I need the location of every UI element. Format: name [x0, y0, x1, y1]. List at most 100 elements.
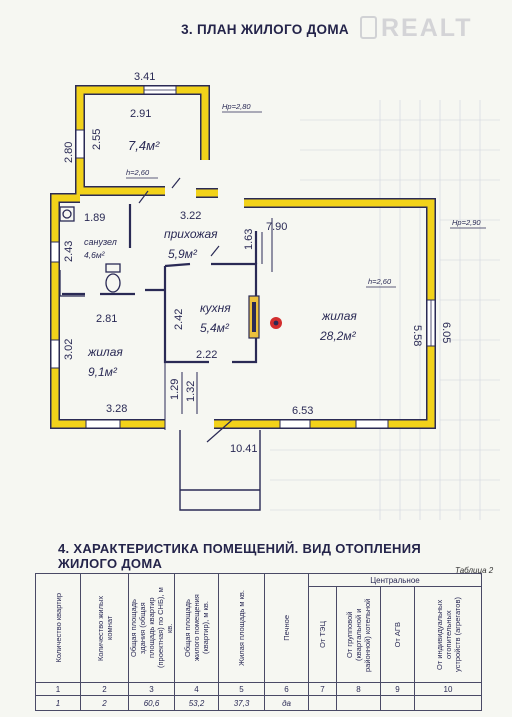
table-subheader-row: От ТЭЦ От групповой (квартальной и район… [36, 586, 482, 683]
table-cell: 4 [174, 682, 219, 696]
group-header: Центральное [308, 573, 482, 587]
header-cell: От индивидуальных отопительных устройств… [414, 586, 482, 683]
table-cell: 8 [336, 682, 381, 696]
dim-189: 1.89 [84, 212, 105, 224]
dim-242: 2.42 [173, 309, 185, 330]
table-caption: Таблица 2 [455, 566, 494, 575]
header-cell: Общая площадь жилого помещения (квартир)… [174, 573, 219, 683]
header-text: Количество квартир [53, 593, 63, 663]
dim-322: 3.22 [180, 210, 201, 222]
table-cell [336, 695, 381, 711]
header-cell: От ТЭЦ [308, 586, 337, 683]
level-left: Нр=2,80 [222, 102, 251, 111]
header-text: От АГВ [393, 621, 402, 648]
bathroom-area: 4,6м² [84, 250, 106, 260]
dim-790: 7.90 [266, 221, 287, 233]
table-row: 1 2 60,6 53,2 37,3 да [35, 695, 482, 711]
kitchen-stove [248, 295, 282, 339]
bathroom-name: санузел [84, 237, 117, 247]
header-cell: От групповой (квартальной и районной) ко… [336, 586, 381, 683]
header-text: Количество жилых комнат [95, 595, 114, 661]
dim-243: 2.43 [63, 241, 75, 262]
room-labels: 7,4м² прихожая 5,9м² санузел 4,6м² кухня… [84, 138, 357, 379]
header-cell: Общая площадь здания (общая площадь квар… [128, 573, 175, 683]
kitchen-name: кухня [200, 301, 231, 315]
kitchen-area: 5,4м² [200, 321, 230, 335]
table-cell [308, 695, 337, 711]
dim-129: 1.29 [169, 379, 181, 400]
level-right: Нр=2,90 [452, 218, 481, 227]
table-cell: 60,6 [128, 695, 175, 711]
top-room-area: 7,4м² [128, 138, 160, 153]
dim-558: 5.58 [411, 325, 423, 346]
grid-lines [270, 100, 500, 520]
dim-280: 2.80 [63, 142, 75, 163]
header-cell: Печное [264, 573, 309, 683]
hall-area: 5,9м² [168, 247, 198, 261]
plan-title: 3. ПЛАН ЖИЛОГО ДОМА [181, 22, 349, 37]
dim-328: 3.28 [106, 403, 127, 415]
room-characteristics-table: Количество квартир Количество жилых комн… [35, 573, 482, 711]
dimensions: 3.41 2.91 2.80 2.55 1.89 2.43 3.22 1.63 … [63, 71, 452, 455]
windows [50, 85, 436, 429]
header-cell: Жилая площадь м кв. [218, 573, 265, 683]
table-cell: 1 [35, 682, 81, 696]
table-cell: 2 [80, 682, 129, 696]
dim-1041: 10.41 [230, 443, 258, 455]
dim-291: 2.91 [130, 108, 151, 120]
header-text: Общая площадь здания (общая площадь квар… [129, 587, 174, 669]
header-cell: От АГВ [380, 586, 415, 683]
table-number-row: 1 2 3 4 5 6 7 8 9 10 [35, 682, 482, 696]
dim-255: 2.55 [91, 129, 103, 150]
dim-341: 3.41 [134, 71, 155, 83]
table-cell [380, 695, 415, 711]
dim-302: 3.02 [63, 339, 75, 360]
table-cell: 37,3 [218, 695, 265, 711]
header-text: Жилая площадь м кв. [237, 590, 246, 666]
porch [179, 430, 261, 511]
door-swings [138, 177, 233, 443]
watermark-text: REALT [381, 14, 473, 42]
dim-653: 6.53 [292, 405, 313, 417]
table-cell: 10 [414, 682, 482, 696]
living-small-name: жилая [87, 345, 123, 359]
floor-plan: Нр=2,80 Нр=2,90 h=2,60 h=2,60 7,4м² прих… [50, 71, 500, 520]
watermark-logo-icon [360, 16, 377, 39]
dim-281: 2.81 [96, 313, 117, 325]
table-title: 4. ХАРАКТЕРИСТИКА ПОМЕЩЕНИЙ. ВИД ОТОПЛЕН… [58, 541, 422, 571]
header-text: От ТЭЦ [318, 621, 327, 648]
header-cell: Количество жилых комнат [80, 573, 129, 683]
dim-163: 1.63 [243, 229, 255, 250]
table-cell: да [264, 695, 309, 711]
table-cell: 9 [380, 682, 415, 696]
level-marks: Нр=2,80 Нр=2,90 h=2,60 h=2,60 [126, 102, 486, 288]
table-header-row: Количество квартир Количество жилых комн… [35, 573, 482, 683]
table-cell: 53,2 [174, 695, 219, 711]
header-text: Общая площадь жилого помещения (квартир)… [183, 594, 210, 662]
dimension-lines [164, 218, 273, 430]
living-small-area: 9,1м² [88, 365, 118, 379]
table-cell: 6 [264, 682, 309, 696]
header-text: Печное [282, 615, 291, 641]
table-cell [414, 695, 482, 711]
table-cell: 1 [35, 695, 81, 711]
header-text: От групповой (квартальной и районной) ко… [345, 597, 372, 672]
living-big-area: 28,2м² [319, 329, 357, 343]
interior-walls [62, 204, 258, 364]
dim-132: 1.32 [185, 381, 197, 402]
table-cell: 5 [218, 682, 265, 696]
dim-605: 6.05 [440, 322, 452, 343]
header-text: От индивидуальных отопительных устройств… [434, 597, 462, 672]
living-big-name: жилая [321, 309, 357, 323]
table-cell: 3 [128, 682, 175, 696]
watermark: REALT [360, 14, 500, 43]
hall-name: прихожая [164, 227, 218, 241]
dim-222: 2.22 [196, 349, 217, 361]
height-top: h=2,60 [126, 168, 150, 177]
table-cell: 7 [308, 682, 337, 696]
bathroom-fixtures [59, 206, 121, 297]
height-main: h=2,60 [368, 277, 392, 286]
table-cell: 2 [80, 695, 129, 711]
header-cell: Количество квартир [35, 573, 81, 683]
